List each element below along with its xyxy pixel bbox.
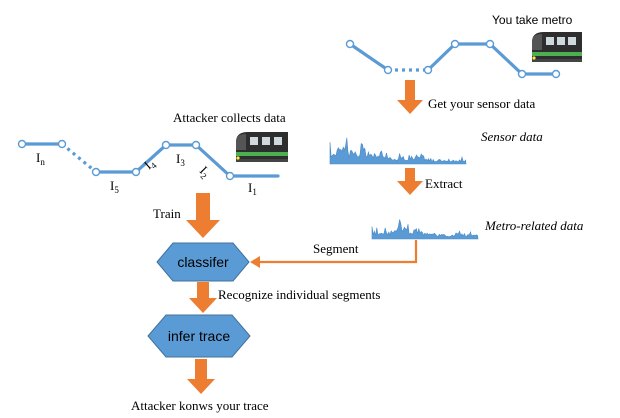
get-sensor-data-label: Get your sensor data xyxy=(428,96,535,111)
metro-train-icon xyxy=(236,132,288,162)
station xyxy=(57,139,67,149)
classifier-box xyxy=(156,242,250,282)
arrow-final xyxy=(187,359,215,394)
route-segment xyxy=(94,143,280,178)
station xyxy=(17,139,27,149)
segment-label: Segment xyxy=(313,241,359,256)
recognize-label: Recognize individual segments xyxy=(218,287,380,302)
interval-label-5: I5 xyxy=(110,178,119,195)
station xyxy=(131,167,141,177)
station xyxy=(225,171,235,181)
station xyxy=(485,39,495,49)
arrow-recognize xyxy=(189,282,217,313)
train-label: Train xyxy=(153,206,181,221)
station xyxy=(423,65,433,75)
infer-trace-box xyxy=(147,314,251,358)
arrow-train xyxy=(186,193,220,238)
infer-trace-label: infer trace xyxy=(168,328,230,344)
extract-label: Extract xyxy=(425,176,463,191)
station xyxy=(161,140,171,150)
station xyxy=(450,39,460,49)
interval-label-n: In xyxy=(36,150,45,167)
attacker-knows-label: Attacker konws your trace xyxy=(131,398,269,413)
sensor-data-label: Sensor data xyxy=(481,129,543,144)
route-segment xyxy=(348,42,390,72)
station xyxy=(345,39,355,49)
interval-label-1: I1 xyxy=(248,180,257,197)
metro-train-icon xyxy=(532,32,582,62)
interval-label-2: I2 xyxy=(195,163,213,181)
arrow-segment xyxy=(250,240,418,268)
training-metro-route xyxy=(17,139,280,181)
arrow-extract xyxy=(397,168,423,195)
attacker-collects-label: Attacker collects data xyxy=(173,110,286,125)
you-take-metro-label: You take metro xyxy=(492,13,573,27)
metro-related-data-label: Metro-related data xyxy=(484,218,584,233)
station xyxy=(91,167,101,177)
station xyxy=(383,65,393,75)
route-dotted-segment xyxy=(60,142,98,174)
interval-label-3: I3 xyxy=(176,151,185,168)
station xyxy=(551,69,561,79)
station xyxy=(517,69,527,79)
user-metro-route xyxy=(345,39,561,79)
metro-related-spectrum xyxy=(371,219,479,240)
sensor-data-spectrum xyxy=(329,137,467,165)
station xyxy=(191,140,201,150)
classifier-label: classifer xyxy=(177,254,229,270)
arrow-get-sensor-data xyxy=(397,80,423,114)
